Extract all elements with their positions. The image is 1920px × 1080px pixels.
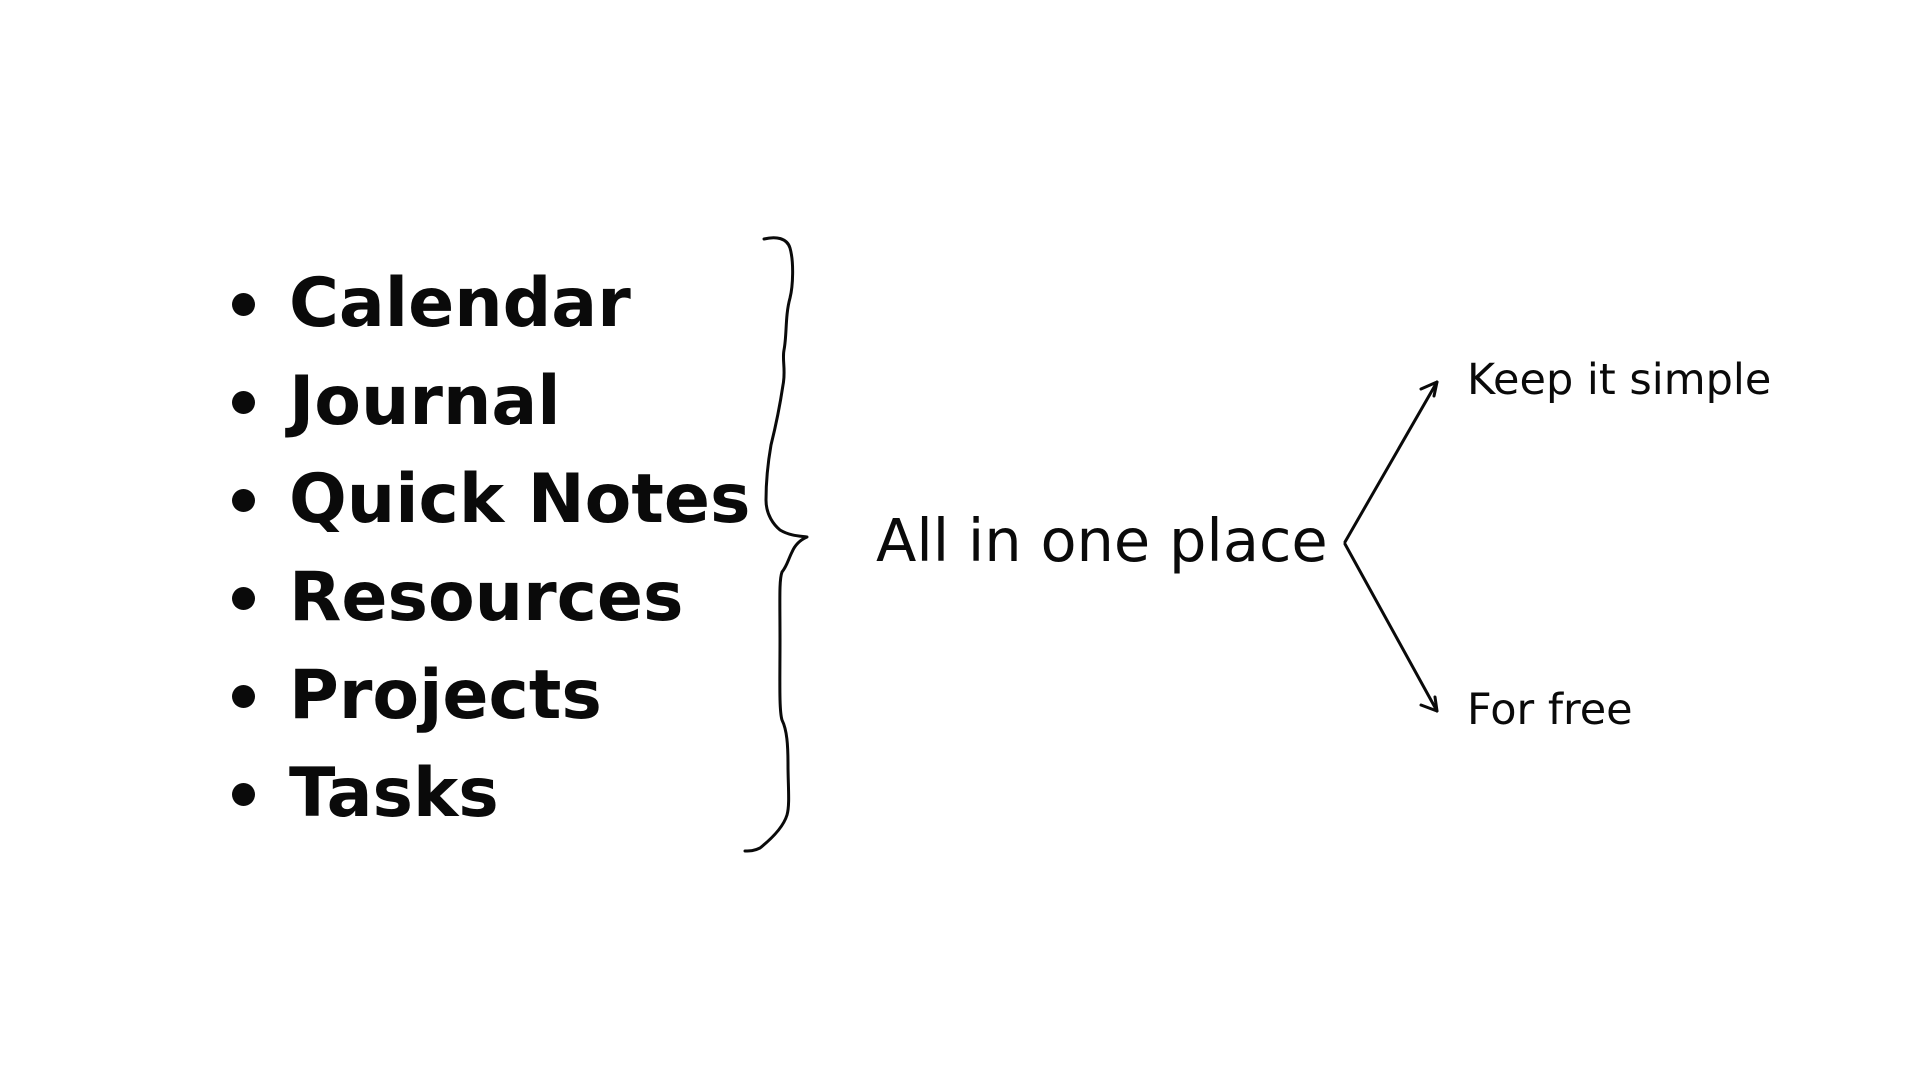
feature-label: Calendar	[289, 264, 631, 343]
feature-item-calendar: Calendar	[232, 255, 750, 353]
branch-arrow-up	[1343, 380, 1439, 544]
feature-item-resources: Resources	[232, 549, 750, 647]
center-statement: All in one place	[876, 506, 1328, 575]
feature-label: Tasks	[289, 754, 499, 833]
outcome-keep-it-simple: Keep it simple	[1467, 355, 1772, 405]
feature-label: Projects	[289, 656, 602, 735]
outcome-for-free: For free	[1467, 685, 1633, 735]
bullet-icon	[232, 293, 255, 316]
feature-label: Resources	[289, 558, 684, 637]
feature-label: Quick Notes	[289, 460, 751, 539]
bullet-icon	[232, 587, 255, 610]
feature-label: Journal	[289, 362, 561, 441]
arrowhead-up-icon	[1419, 380, 1439, 398]
feature-item-tasks: Tasks	[232, 745, 750, 843]
branch-arrow-down	[1343, 542, 1439, 713]
feature-item-quick-notes: Quick Notes	[232, 451, 750, 549]
arrowhead-down-icon	[1419, 695, 1439, 713]
feature-list: Calendar Journal Quick Notes Resources P…	[232, 255, 750, 843]
bullet-icon	[232, 783, 255, 806]
bullet-icon	[232, 391, 255, 414]
bullet-icon	[232, 685, 255, 708]
curly-brace-icon	[743, 236, 809, 853]
feature-item-journal: Journal	[232, 353, 750, 451]
bullet-icon	[232, 489, 255, 512]
feature-item-projects: Projects	[232, 647, 750, 745]
